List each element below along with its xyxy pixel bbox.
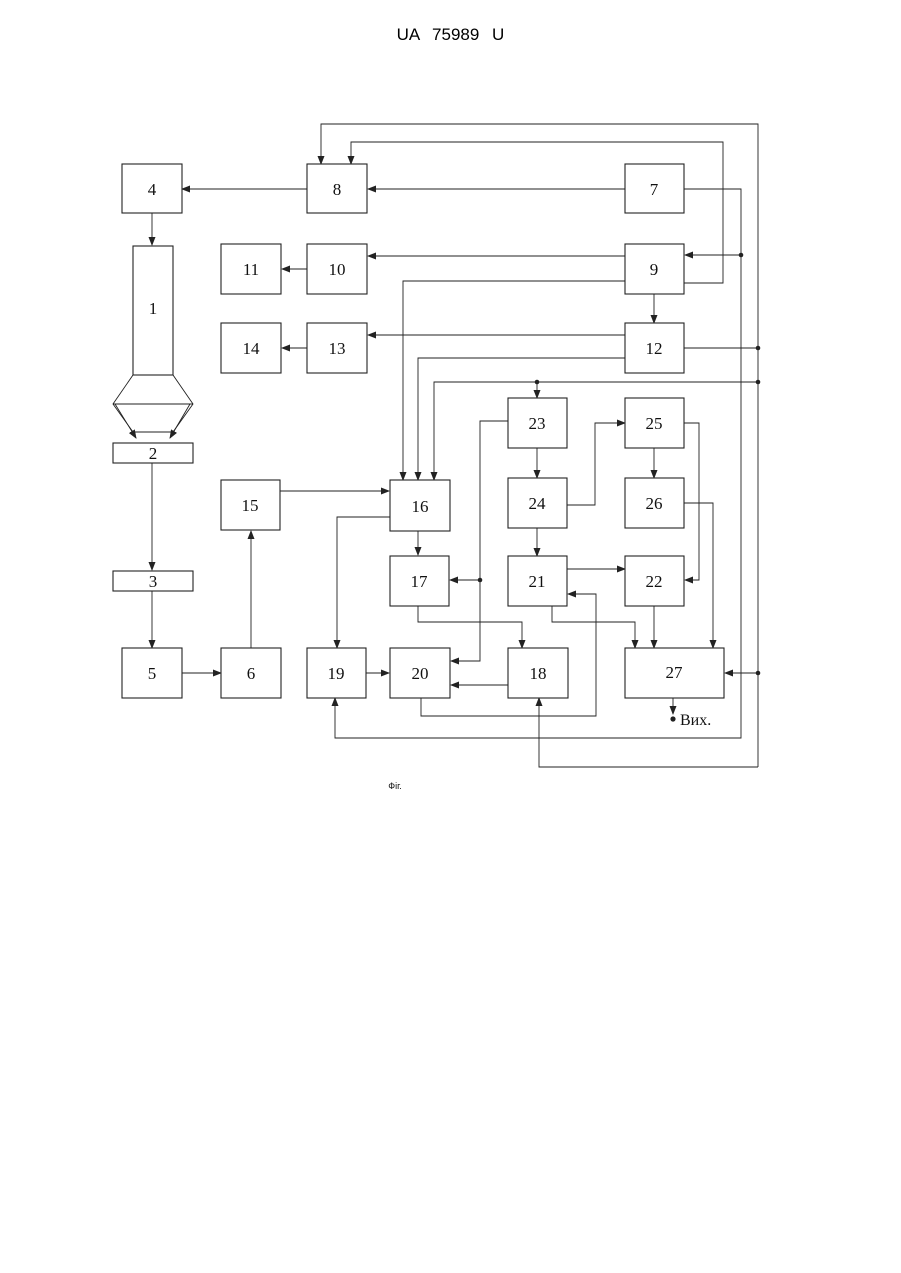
block-2-label: 2 bbox=[149, 444, 158, 463]
block-26: 26 bbox=[625, 478, 684, 528]
block-6: 6 bbox=[221, 648, 281, 698]
block-19: 19 bbox=[307, 648, 366, 698]
block-12-label: 12 bbox=[646, 339, 663, 358]
block-23-label: 23 bbox=[529, 414, 546, 433]
block-18: 18 bbox=[508, 648, 568, 698]
block-13-label: 13 bbox=[329, 339, 346, 358]
block-16: 16 bbox=[390, 480, 450, 531]
block-18-label: 18 bbox=[530, 664, 547, 683]
block-6-label: 6 bbox=[247, 664, 256, 683]
block-17-label: 17 bbox=[411, 572, 429, 591]
block-15-label: 15 bbox=[242, 496, 259, 515]
block-11: 11 bbox=[221, 244, 281, 294]
block-12: 12 bbox=[625, 323, 684, 373]
block-1: 1 bbox=[113, 246, 193, 432]
block-3: 3 bbox=[113, 571, 193, 591]
block-25: 25 bbox=[625, 398, 684, 448]
block-10: 10 bbox=[307, 244, 367, 294]
block-10-label: 10 bbox=[329, 260, 346, 279]
block-22-label: 22 bbox=[646, 572, 663, 591]
block-7-label: 7 bbox=[650, 180, 659, 199]
block-24: 24 bbox=[508, 478, 567, 528]
block-25-label: 25 bbox=[646, 414, 663, 433]
block-22: 22 bbox=[625, 556, 684, 606]
block-1-label: 1 bbox=[149, 299, 158, 318]
output-label: Вих. bbox=[680, 712, 711, 729]
block-11-label: 11 bbox=[243, 260, 259, 279]
block-16-label: 16 bbox=[412, 497, 429, 516]
block-5-label: 5 bbox=[148, 664, 157, 683]
block-13: 13 bbox=[307, 323, 367, 373]
block-19-label: 19 bbox=[328, 664, 345, 683]
block-15: 15 bbox=[221, 480, 280, 530]
block-9-label: 9 bbox=[650, 260, 659, 279]
block-3-label: 3 bbox=[149, 572, 158, 591]
block-7: 7 bbox=[625, 164, 684, 213]
figure-caption: Фіг. bbox=[388, 781, 402, 791]
block-17: 17 bbox=[390, 556, 449, 606]
block-2: 2 bbox=[113, 443, 193, 463]
block-5: 5 bbox=[122, 648, 182, 698]
block-21: 21 bbox=[508, 556, 567, 606]
block-23: 23 bbox=[508, 398, 567, 448]
block-24-label: 24 bbox=[529, 494, 547, 513]
block-20: 20 bbox=[390, 648, 450, 698]
block-21-label: 21 bbox=[529, 572, 546, 591]
block-26-label: 26 bbox=[646, 494, 663, 513]
block-27-label: 27 bbox=[666, 663, 684, 682]
block-27: 27 bbox=[625, 648, 724, 698]
block-4-label: 4 bbox=[148, 180, 157, 199]
block-8-label: 8 bbox=[333, 180, 342, 199]
block-20-label: 20 bbox=[412, 664, 429, 683]
block-4: 4 bbox=[122, 164, 182, 213]
block-14-label: 14 bbox=[243, 339, 261, 358]
block-14: 14 bbox=[221, 323, 281, 373]
block-9: 9 bbox=[625, 244, 684, 294]
block-8: 8 bbox=[307, 164, 367, 213]
